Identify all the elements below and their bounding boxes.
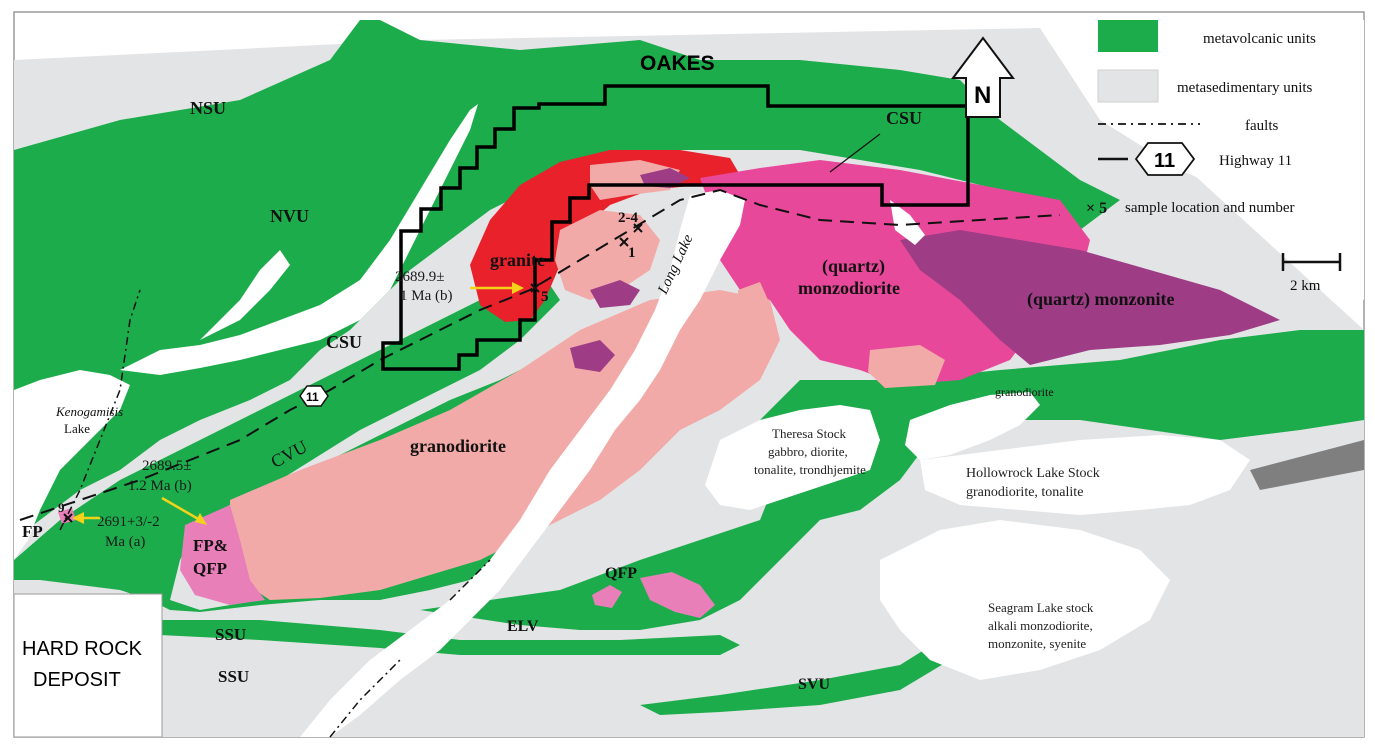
qfp-small-west [592, 585, 622, 608]
label-kenogamisis-1: Kenogamisis [55, 404, 123, 419]
label-hollowrock-2: granodiorite, tonalite [966, 485, 1083, 500]
sample-label-1: 1 [628, 245, 636, 261]
label-fp: FP [22, 522, 43, 541]
age-cvu-2: 1.2 Ma (b) [128, 478, 192, 494]
label-seagram-1: Seagram Lake stock [988, 600, 1094, 615]
granite-north-granodiorite [590, 160, 680, 200]
age-arrows [72, 282, 524, 525]
qfp-small-east [640, 572, 715, 618]
label-ssu-lower: SSU [218, 667, 249, 686]
age-fp-1: 2691+3/-2 [97, 514, 160, 530]
label-nsu: NSU [190, 98, 226, 118]
legend-label-metasedimentary: metasedimentary units [1177, 80, 1313, 96]
highway-11-route [19, 188, 1061, 521]
age-sample5-1: 2689.9± [395, 269, 444, 285]
sample-label-5: 5 [541, 289, 549, 305]
monzonite-small-c [640, 168, 690, 188]
scale-label: 2 km [1290, 278, 1321, 294]
legend-label-faults: faults [1245, 118, 1278, 134]
label-monzodiorite-2: monzodiorite [798, 278, 900, 298]
granodiorite-small-north [738, 282, 768, 308]
label-monzodiorite-1: (quartz) [822, 256, 885, 277]
sample-label-2-4: 2-4 [618, 210, 638, 226]
monzonite-small-b [570, 340, 615, 372]
label-seagram-3: monzonite, syenite [988, 636, 1086, 651]
label-nvu: NVU [270, 206, 309, 226]
legend-label-highway: Highway 11 [1219, 153, 1292, 169]
label-theresa-3: tonalite, trondhjemite [754, 462, 866, 477]
granite-intrusion [470, 150, 740, 322]
csu-leader-line [829, 133, 881, 173]
legend-label-metavolcanic: metavolcanic units [1203, 31, 1316, 47]
monzonite-small-a [590, 280, 640, 308]
legend-label-sample: sample location and number [1125, 200, 1295, 216]
north-label: N [974, 82, 991, 109]
legend-symbol-sample: × 5 [1086, 200, 1107, 217]
label-csu-west: CSU [326, 332, 362, 352]
legend-swatch-metasedimentary [1097, 69, 1159, 103]
label-fp-qfp-2: QFP [193, 559, 227, 578]
granodiorite-small-east [868, 345, 945, 388]
legend-swatch-metavolcanic [1098, 20, 1158, 52]
label-kenogamisis-2: Lake [64, 421, 90, 436]
legend: metavolcanic units metasedimentary units… [1086, 20, 1316, 217]
granite-inner-granodiorite [555, 210, 660, 300]
label-theresa-1: Theresa Stock [772, 426, 847, 441]
oakes-claim-outline [381, 84, 970, 371]
label-granite: granite [490, 250, 545, 270]
label-monzonite: (quartz) monzonite [1027, 289, 1174, 310]
hard-rock-label-line1: HARD ROCK [22, 638, 143, 660]
hard-rock-label-line2: DEPOSIT [33, 669, 121, 691]
fp-qfp-intrusion [180, 505, 265, 605]
hard-rock-deposit-box [13, 593, 163, 738]
water-bodies [14, 104, 1250, 737]
label-svu: SVU [798, 676, 830, 693]
sample-label-9: 9 [58, 500, 65, 515]
monzonite-intrusion [900, 230, 1280, 365]
oakes-title: OAKES [640, 52, 715, 75]
label-elv: ELV [507, 618, 539, 635]
age-sample5-2: 1 Ma (b) [400, 288, 453, 304]
sample-markers [63, 223, 643, 523]
label-hollowrock-1: Hollowrock Lake Stock [966, 466, 1100, 481]
label-seagram-2: alkali monzodiorite, [988, 618, 1093, 633]
legend-highway-shield-number: 11 [1154, 150, 1175, 172]
label-ssu-upper: SSU [215, 625, 246, 644]
label-csu-east: CSU [886, 108, 922, 128]
label-qfp: QFP [605, 565, 637, 582]
legend-symbol-highway-shield [1134, 142, 1196, 176]
label-theresa-2: gabbro, diorite, [768, 444, 848, 459]
label-fp-qfp-1: FP& [193, 536, 228, 555]
age-fp-2: Ma (a) [105, 534, 145, 550]
scale-bar [1281, 253, 1342, 271]
north-arrow: N [951, 36, 1015, 118]
label-granodiorite: granodiorite [410, 436, 506, 456]
age-cvu-1: 2689.5± [142, 458, 191, 474]
faults [59, 289, 491, 738]
highway-11-shield: 11 [299, 385, 329, 407]
highway-shield-number: 11 [306, 390, 319, 404]
label-granodiorite-small: granodiorite [995, 385, 1054, 399]
